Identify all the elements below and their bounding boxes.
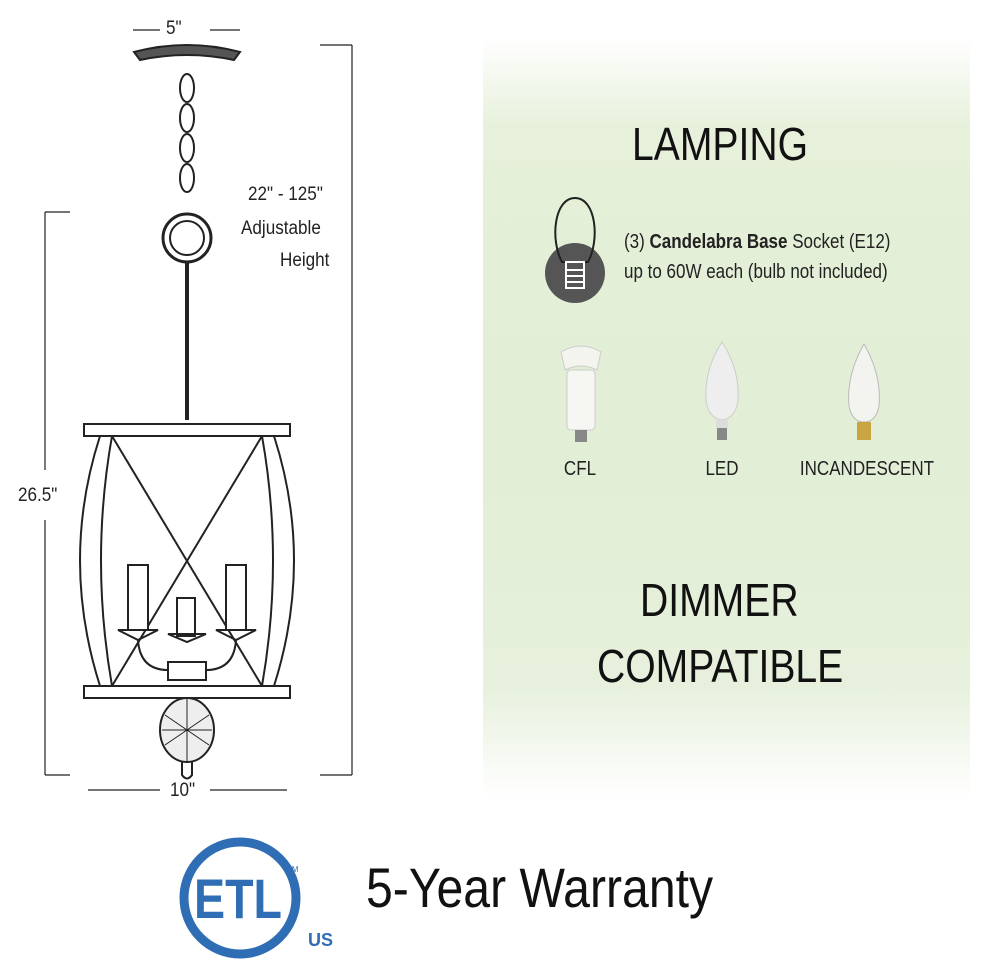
- lamping-title: LAMPING: [632, 118, 808, 170]
- led-bulb-icon: [705, 341, 739, 440]
- etl-logo-text: ETL: [194, 867, 282, 930]
- bulb-label-incandescent: INCANDESCENT: [799, 458, 935, 480]
- dimmer-line-2: COMPATIBLE: [597, 640, 844, 692]
- chain: [161, 73, 213, 264]
- pendant-fixture-drawing: [44, 29, 353, 791]
- dimension-lines: [44, 29, 353, 791]
- candelabra-bulb-icon: [545, 196, 605, 303]
- wattage-text: up to 60W each (bulb not included): [624, 261, 888, 283]
- warranty-text: 5-Year Warranty: [366, 856, 714, 919]
- canopy-width-label: 5": [166, 18, 182, 39]
- socket-count: (3): [624, 231, 645, 253]
- etl-listed-logo: ETL CM US: [179, 837, 333, 959]
- dimmer-line-1: DIMMER: [640, 574, 799, 626]
- bulb-label-led: LED: [705, 458, 739, 480]
- etl-us-mark: US: [308, 930, 333, 950]
- height-range-label: 22" - 125": [248, 184, 323, 205]
- incandescent-bulb-icon: [848, 342, 880, 440]
- body-width-label: 10": [170, 780, 196, 801]
- cfl-bulb-icon: [560, 345, 602, 442]
- canopy: [132, 44, 242, 62]
- etl-cm-mark: CM: [286, 865, 299, 874]
- body-height-label: 26.5": [18, 485, 58, 506]
- socket-type: Candelabra Base: [649, 231, 788, 253]
- height-label: Height: [280, 250, 330, 271]
- socket-description: (3) Candelabra Base Socket (E12): [624, 230, 890, 254]
- socket-suffix: Socket (E12): [792, 231, 891, 253]
- adjustable-label: Adjustable: [241, 218, 321, 239]
- bulb-label-cfl: CFL: [563, 458, 597, 480]
